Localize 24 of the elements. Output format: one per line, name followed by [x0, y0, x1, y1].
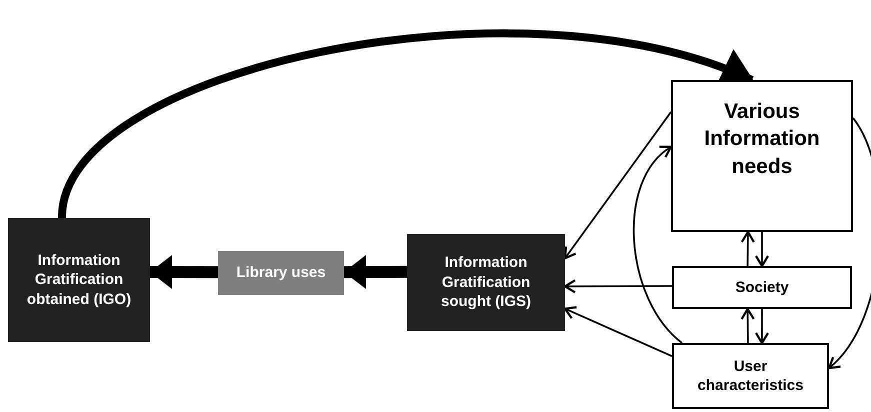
arrow — [754, 232, 770, 268]
node-label: Information Gratification obtained (IGO) — [26, 250, 132, 310]
process-box — [671, 80, 853, 232]
process-box — [407, 234, 565, 331]
node-label: Information Gratification sought (IGS) — [440, 253, 532, 312]
process-box — [218, 251, 344, 295]
arrow — [740, 308, 755, 344]
arrow — [633, 146, 683, 344]
node-label: Library uses — [236, 263, 326, 283]
process-box — [672, 266, 852, 309]
arrow — [740, 230, 755, 266]
arrow — [564, 111, 672, 260]
process-box — [672, 343, 829, 409]
arrow — [754, 309, 770, 344]
arrow — [564, 306, 672, 358]
arrow — [564, 279, 672, 294]
thick-arrow — [344, 255, 408, 290]
node-label: Various Information needs — [703, 99, 821, 180]
node-label: User characteristics — [696, 356, 804, 396]
node-label: Society — [735, 278, 789, 298]
thick-arrow — [58, 30, 754, 219]
process-box — [8, 218, 150, 342]
arrow — [828, 118, 871, 370]
thick-arrow — [150, 255, 218, 289]
